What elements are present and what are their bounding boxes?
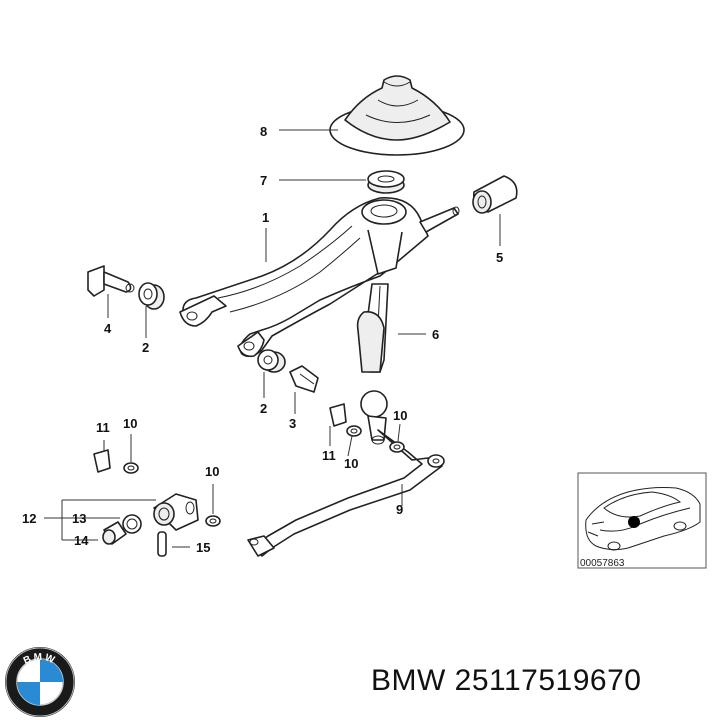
callout-10-right: 10 bbox=[393, 408, 407, 423]
leader-lines bbox=[44, 129, 501, 548]
logo-letters: BMW bbox=[22, 652, 56, 667]
callout-10-right-lower: 10 bbox=[344, 456, 358, 471]
callout-2-lower: 2 bbox=[260, 401, 267, 416]
callout-7: 7 bbox=[260, 173, 267, 188]
callout-15: 15 bbox=[196, 540, 210, 555]
part-11-clip-right bbox=[329, 403, 347, 427]
callout-14: 14 bbox=[74, 533, 89, 548]
callout-11-left: 11 bbox=[96, 420, 110, 435]
part-2-bushing-upper bbox=[138, 282, 165, 310]
inset-diagram-number: 00057863 bbox=[580, 558, 625, 569]
part-6-shift-lever bbox=[356, 283, 389, 445]
part-3-clip bbox=[289, 365, 319, 393]
part-7-bushing bbox=[367, 170, 405, 194]
part-10-washer-left bbox=[123, 462, 139, 474]
part-13-joint bbox=[153, 493, 199, 531]
callout-10-mid: 10 bbox=[205, 464, 219, 479]
svg-text:BMW: BMW bbox=[22, 652, 58, 667]
callout-1: 1 bbox=[262, 210, 269, 225]
part-1-shift-console bbox=[179, 197, 460, 358]
callout-9: 9 bbox=[396, 502, 403, 517]
bmw-logo: BMW bbox=[5, 647, 75, 717]
callout-5: 5 bbox=[496, 250, 503, 265]
part-10-washer-mid bbox=[205, 515, 221, 527]
callout-13: 13 bbox=[72, 511, 86, 526]
part-11-clip-left bbox=[93, 449, 111, 473]
part-8-shift-boot bbox=[329, 75, 465, 156]
part-10-washer-right-b bbox=[389, 441, 405, 453]
part-number-title: BMW 25117519670 bbox=[371, 664, 642, 697]
inset-car-location: 00057863 bbox=[577, 472, 707, 569]
part-14-ring bbox=[102, 514, 142, 545]
callout-4: 4 bbox=[104, 321, 112, 336]
callout-8: 8 bbox=[260, 124, 267, 139]
part-9-shift-rod bbox=[247, 429, 445, 557]
part-4-clip bbox=[87, 265, 135, 297]
part-15-pin bbox=[157, 531, 167, 557]
location-marker bbox=[628, 516, 640, 528]
part-5-sleeve bbox=[472, 175, 518, 214]
part-10-washer-right-a bbox=[346, 425, 362, 437]
part-2-bushing-lower bbox=[257, 349, 286, 373]
callout-10-left: 10 bbox=[123, 416, 137, 431]
callout-3: 3 bbox=[289, 416, 296, 431]
car-silhouette bbox=[585, 487, 701, 551]
callout-6: 6 bbox=[432, 327, 439, 342]
callout-11-right: 11 bbox=[322, 448, 336, 463]
callout-2-upper: 2 bbox=[142, 340, 149, 355]
callout-12: 12 bbox=[22, 511, 36, 526]
